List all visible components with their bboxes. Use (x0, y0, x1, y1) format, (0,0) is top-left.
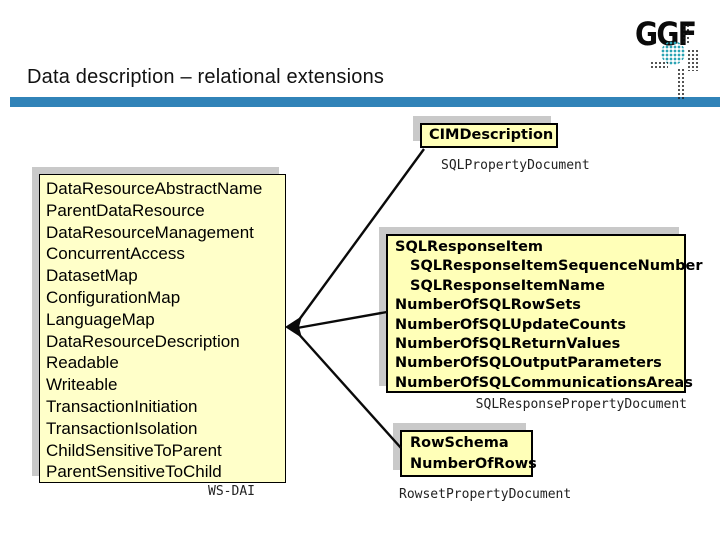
page-title: Data description – relational extensions (27, 66, 385, 88)
response-item: SQLResponseItemName (410, 277, 605, 294)
ggf-logo: GGF (630, 12, 716, 100)
rowset-item: RowSchema (410, 435, 509, 451)
attribute-item: ParentDataResource (46, 200, 205, 220)
response-item: NumberOfSQLOutputParameters (395, 355, 662, 372)
rowset-property-document-label: RowsetPropertyDocument (399, 487, 572, 502)
response-item: NumberOfSQLUpdateCounts (395, 316, 626, 333)
attribute-item: ParentSensitiveToChild (46, 462, 222, 482)
halftone-dots-icon (677, 68, 686, 100)
wsdai-attributes-box: DataResourceAbstractName ParentDataResou… (39, 174, 286, 483)
halftone-dots-icon (650, 61, 668, 68)
cim-description-box: CIMDescription (420, 123, 558, 148)
attribute-item: DatasetMap (46, 266, 138, 286)
attribute-item: Writeable (46, 375, 118, 395)
response-item: NumberOfSQLReturnValues (395, 336, 621, 353)
attribute-item: Readable (46, 353, 119, 373)
halftone-dots-icon (687, 49, 700, 71)
attribute-item: DataResourceManagement (46, 222, 254, 242)
rowset-item: NumberOfRows (410, 456, 537, 472)
title-accent-bar (10, 97, 720, 107)
response-item: SQLResponseItem (395, 239, 544, 255)
attribute-item: DataResourceAbstractName (46, 179, 263, 198)
attribute-item: TransactionIsolation (46, 418, 198, 438)
attribute-item: ChildSensitiveToParent (46, 440, 222, 460)
attribute-item: TransactionInitiation (46, 396, 198, 416)
attribute-item: ConfigurationMap (46, 287, 181, 307)
arrowhead-icon (285, 316, 302, 338)
sql-response-box: SQLResponseItem SQLResponseItemSequenceN… (386, 234, 703, 393)
attribute-item: LanguageMap (46, 309, 155, 329)
sql-response-property-document-label: SQLResponsePropertyDocument (475, 397, 687, 412)
response-item: SQLResponseItemSequenceNumber (410, 258, 703, 275)
connector-to-response-box (296, 310, 388, 330)
sql-property-document-label: SQLPropertyDocument (441, 158, 590, 173)
attribute-item: ConcurrentAccess (46, 244, 185, 264)
wsdai-caption: WS-DAI (208, 484, 255, 499)
response-item: NumberOfSQLRowSets (395, 297, 581, 314)
rowset-box: RowSchema NumberOfRows (400, 430, 537, 477)
attribute-item: DataResourceDescription (46, 331, 240, 351)
response-item: NumberOfSQLCommunicationsAreas (395, 374, 693, 391)
halftone-dots-icon (682, 24, 691, 44)
